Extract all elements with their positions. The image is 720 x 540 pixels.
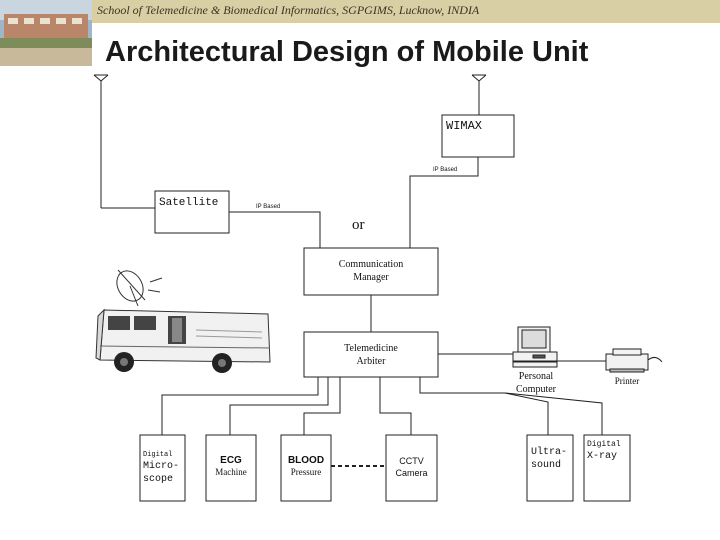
computer-icon [513, 327, 557, 367]
xray-label: Digital X-ray [587, 440, 621, 463]
mobile-van-icon [96, 266, 270, 373]
arbiter-label: Telemedicine Arbiter [304, 342, 438, 368]
printer-label: Printer [604, 376, 650, 388]
pc-label: Personal Computer [505, 370, 567, 396]
microscope-label: Digital Micro- scope [143, 451, 179, 486]
antenna-left-icon [94, 75, 108, 208]
cctv-label: CCTV Camera [386, 456, 437, 479]
printer-icon [606, 349, 662, 372]
antenna-right-icon [472, 75, 486, 115]
satellite-label: Satellite [159, 196, 218, 210]
ip-based-wimax: IP Based [433, 167, 457, 173]
wimax-label: WIMAX [446, 119, 482, 135]
or-label: or [352, 217, 365, 234]
ecg-label: ECG Machine [206, 454, 256, 479]
ultrasound-label: Ultra- sound [531, 446, 567, 472]
blood-pressure-label: BLOOD Pressure [281, 454, 331, 479]
comm-manager-label: Communication Manager [304, 258, 438, 284]
ip-based-satellite: IP Based [256, 204, 280, 210]
